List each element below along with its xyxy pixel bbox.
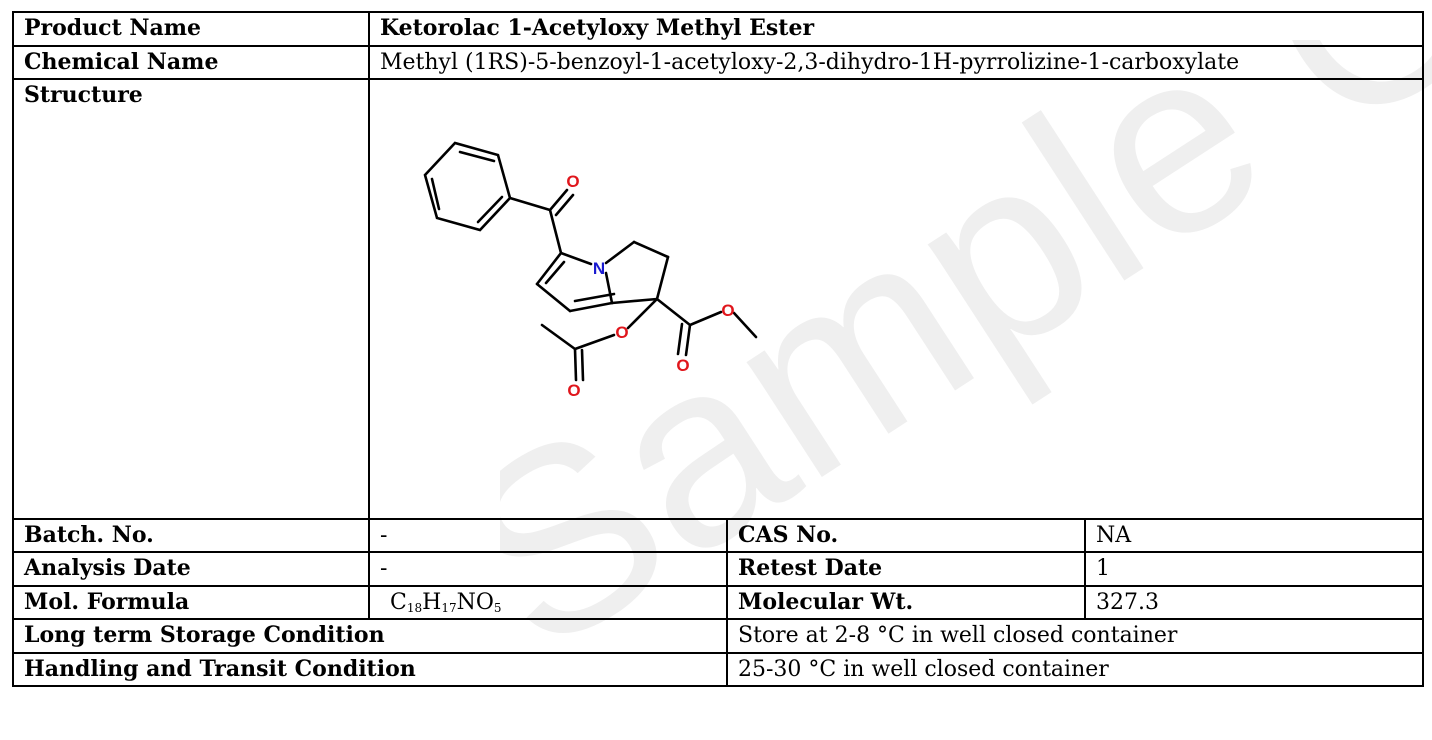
structure-diagram: O N O O O O: [423, 141, 758, 400]
structure-cell: O N O O O O: [367, 78, 1425, 520]
long-term-storage-value: Store at 2-8 °C in well closed container: [725, 618, 1425, 654]
coa-table: Product Name Ketorolac 1-Acetyloxy Methy…: [12, 11, 1425, 687]
formula-o-count: 5: [493, 600, 502, 615]
formula-no: NO: [456, 589, 494, 615]
retest-date-value: 1: [1083, 551, 1425, 587]
formula-c: C: [390, 589, 407, 615]
row-long-term-storage: Long term Storage Condition Store at 2-8…: [12, 618, 1425, 654]
row-dates: Analysis Date - Retest Date 1: [12, 551, 1425, 587]
molecular-wt-value: 327.3: [1083, 584, 1425, 620]
atom-o-carbonyl: O: [566, 172, 579, 191]
formula-h-count: 17: [441, 600, 457, 615]
cas-no-label: CAS No.: [726, 517, 1086, 553]
formula-c-count: 18: [406, 600, 423, 615]
cas-no-value: NA: [1083, 517, 1425, 553]
row-formula-weight: Mol. Formula C18H17NO5 Molecular Wt. 327…: [12, 584, 1425, 620]
atom-o-acetyl: O: [567, 381, 580, 400]
row-structure: Structure: [12, 78, 1425, 520]
batch-no-label: Batch. No.: [12, 517, 370, 553]
product-name-label: Product Name: [12, 11, 370, 47]
atom-n: N: [593, 259, 605, 278]
mol-formula-value: C18H17NO5: [368, 584, 728, 620]
retest-date-label: Retest Date: [726, 551, 1086, 587]
molecular-wt-label: Molecular Wt.: [726, 584, 1086, 620]
row-handling-transit: Handling and Transit Condition 25-30 °C …: [12, 651, 1425, 687]
atom-o-ester-carbonyl: O: [676, 356, 689, 375]
atom-o-ether: O: [615, 323, 628, 342]
analysis-date-value: -: [368, 551, 728, 587]
product-name-value: Ketorolac 1-Acetyloxy Methyl Ester: [367, 11, 1425, 47]
analysis-date-label: Analysis Date: [12, 551, 370, 587]
atom-o-ester: O: [721, 301, 734, 320]
row-chemical-name: Chemical Name Methyl (1RS)-5-benzoyl-1-a…: [12, 44, 1425, 80]
handling-transit-value: 25-30 °C in well closed container: [725, 651, 1425, 687]
long-term-storage-label: Long term Storage Condition: [12, 618, 728, 654]
chemical-name-label: Chemical Name: [12, 44, 370, 80]
batch-no-value: -: [368, 517, 728, 553]
handling-transit-label: Handling and Transit Condition: [12, 651, 728, 687]
chemical-name-value: Methyl (1RS)-5-benzoyl-1-acetyloxy-2,3-d…: [367, 44, 1425, 80]
mol-formula-label: Mol. Formula: [12, 584, 370, 620]
row-product-name: Product Name Ketorolac 1-Acetyloxy Methy…: [12, 11, 1425, 47]
structure-label: Structure: [12, 78, 370, 520]
row-batch-cas: Batch. No. - CAS No. NA: [12, 517, 1425, 553]
formula-h: H: [422, 589, 442, 615]
